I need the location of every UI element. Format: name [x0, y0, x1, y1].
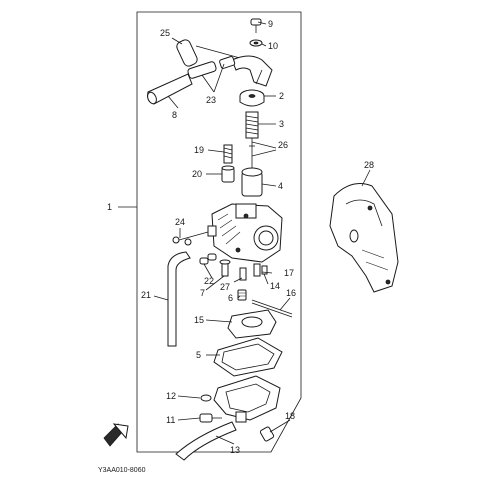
- diagram-reference-code: Y3AA010-8060: [98, 467, 146, 474]
- overflow-pipe-21: [167, 251, 191, 347]
- washer-12: [200, 394, 212, 402]
- front-arrow-icon: [103, 423, 129, 447]
- screw-9: [250, 18, 262, 33]
- callout-leader-lines: [118, 21, 371, 445]
- callout-20: 20: [192, 169, 202, 179]
- callout-27: 27: [220, 282, 230, 292]
- callout-8: 8: [172, 110, 177, 120]
- callout-22: 22: [204, 276, 214, 286]
- jet-needle-26: [249, 138, 255, 172]
- callout-18: 18: [285, 411, 295, 421]
- float-chamber-gasket-5: [213, 337, 283, 377]
- screw-18: [259, 426, 275, 442]
- float-chamber: [213, 375, 281, 423]
- assembly-outline: [136, 11, 302, 453]
- callout-5: 5: [196, 350, 201, 360]
- callout-6: 6: [228, 293, 233, 303]
- callout-11: 11: [166, 415, 175, 425]
- plug-20: [221, 165, 235, 183]
- callout-2: 2: [279, 91, 284, 101]
- drain-hose-13: [175, 421, 237, 461]
- callout-17: 17: [284, 268, 294, 278]
- callout-4: 4: [278, 181, 283, 191]
- cable-elbow-guide: [231, 55, 273, 87]
- screw-7: [219, 259, 231, 277]
- callout-24: 24: [175, 217, 185, 227]
- throttle-valve-4: [241, 167, 263, 197]
- callout-3: 3: [279, 119, 284, 129]
- washer-10: [249, 39, 263, 47]
- top-plate-2: [239, 89, 265, 107]
- callout-9: 9: [268, 19, 273, 29]
- main-jet-parts: [239, 263, 268, 281]
- callout-19: 19: [194, 145, 204, 155]
- callout-13: 13: [230, 445, 240, 455]
- callout-12: 12: [166, 391, 176, 401]
- throttle-spring-3: [245, 111, 259, 139]
- callout-15: 15: [194, 315, 204, 325]
- cable-boot-8: [147, 73, 193, 105]
- drain-screw-11: [199, 413, 222, 423]
- callout-26: 26: [278, 140, 288, 150]
- float-pin-16: [251, 299, 293, 318]
- screw-set-24: [172, 231, 209, 246]
- callout-25: 25: [160, 28, 170, 38]
- callout-16: 16: [286, 288, 296, 298]
- throttle-cable-cap: [176, 39, 241, 67]
- screw-set-22: [199, 253, 217, 265]
- callout-21: 21: [141, 290, 151, 300]
- callout-14: 14: [270, 281, 280, 291]
- callout-1: 1: [107, 202, 112, 212]
- float-15: [227, 309, 277, 339]
- jet-6: [237, 289, 247, 301]
- pilot-screw-19: [223, 144, 233, 164]
- adjuster-sleeves: [187, 56, 236, 79]
- callout-28: 28: [364, 160, 374, 170]
- carburetor-body: [207, 203, 283, 263]
- callout-23: 23: [206, 95, 216, 105]
- callout-10: 10: [268, 41, 278, 51]
- callout-7: 7: [200, 288, 205, 298]
- carburetor-cover-28: [329, 183, 399, 293]
